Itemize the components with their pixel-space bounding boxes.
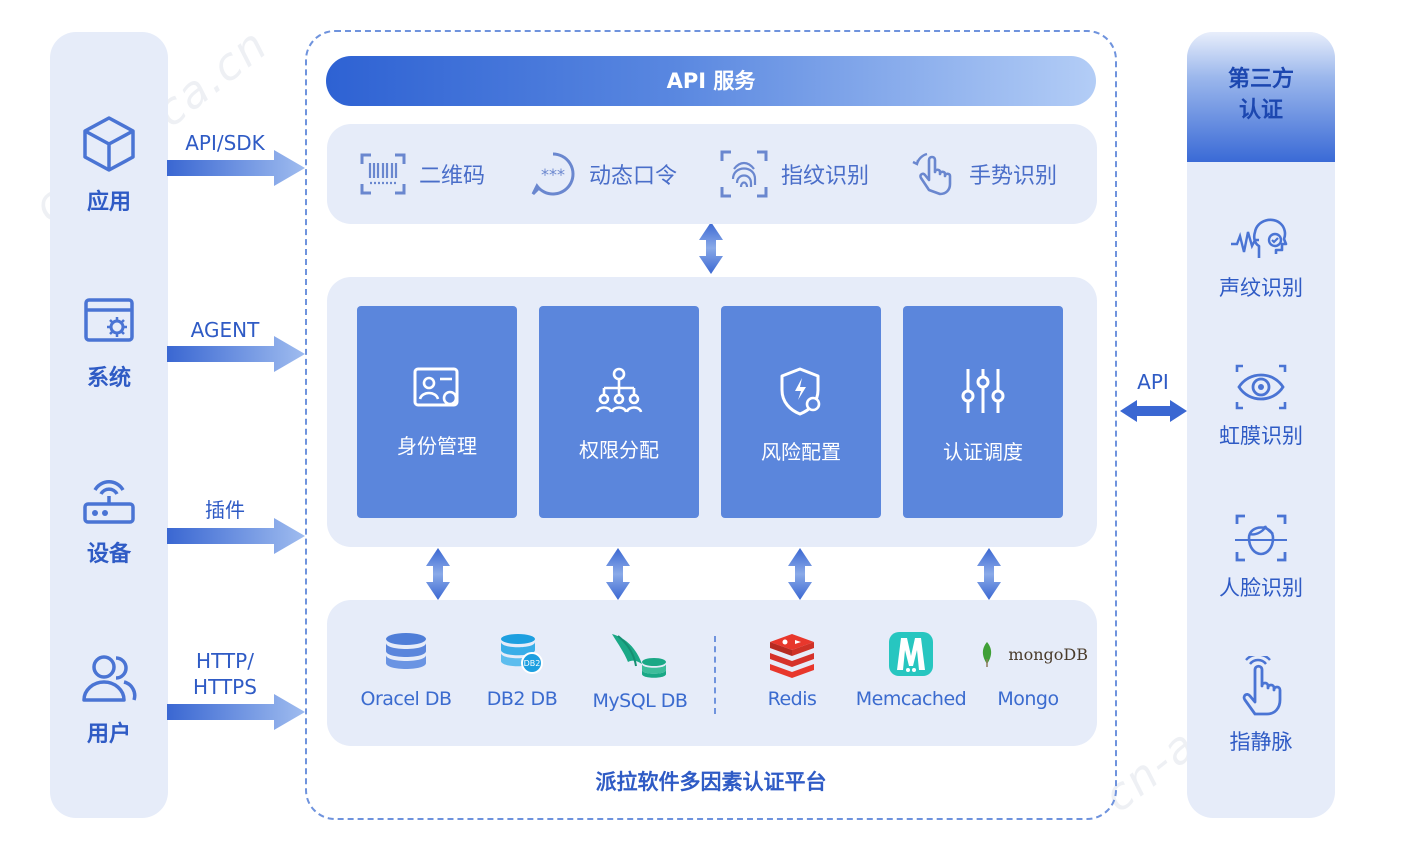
svg-text:***: *** [541, 165, 565, 184]
finger-vein-icon [1242, 656, 1282, 716]
third-party-finger-vein: 指静脉 [1187, 656, 1335, 756]
fingerprint-icon [720, 150, 768, 198]
core-identity-management: 身份管理 [357, 306, 517, 518]
svg-text:DB2: DB2 [524, 659, 541, 668]
mongodb-icon [983, 642, 992, 667]
qr-barcode-icon [360, 153, 406, 195]
source-system: 系统 [50, 294, 168, 392]
double-arrow-methods-core [699, 222, 723, 274]
right-arrow-plugin [167, 518, 305, 554]
third-party-header: 第三方 认证 [1187, 32, 1335, 162]
method-qr: 二维码 [359, 124, 485, 224]
db-divider [714, 636, 716, 714]
org-tree-icon [595, 367, 643, 413]
id-card-gear-icon [413, 367, 459, 407]
auth-methods-panel: 二维码 *** 动态口令 指纹识别 手势识别 [327, 124, 1097, 224]
connection-label: AGENT [190, 318, 260, 342]
connection-label: API/SDK [185, 131, 265, 155]
method-label: 手势识别 [969, 164, 1058, 189]
method-label: 二维码 [419, 164, 486, 189]
platform-boundary [305, 30, 1117, 820]
platform-title: 派拉软件多因素认证平台 [595, 770, 827, 794]
connection-label: HTTP/ HTTPS [193, 649, 257, 699]
db-label: Redis [767, 688, 817, 710]
double-arrow-core-db [426, 548, 1001, 600]
gesture-hand-icon [912, 152, 952, 196]
mongodb-logo-text: mongoDB [1008, 644, 1088, 664]
connection-label: 插件 [205, 498, 245, 522]
third-party-iris: 虹膜识别 [1187, 362, 1335, 450]
db-mongo: mongoDB Mongo [968, 630, 1088, 710]
core-risk-configuration: 风险配置 [721, 306, 881, 518]
third-party-voiceprint: 声纹识别 [1187, 210, 1335, 302]
third-party-label: 指静脉 [1229, 730, 1293, 754]
redis-icon [770, 634, 814, 678]
core-label: 认证调度 [943, 440, 1023, 464]
double-arrow-third-party [1120, 400, 1187, 422]
db-label: DB2 DB [486, 688, 558, 710]
core-label: 身份管理 [397, 434, 477, 458]
mongodb-logo: mongoDB [968, 630, 1088, 678]
api-connection-label: API [1137, 370, 1169, 394]
cube-icon [83, 116, 135, 172]
db-label: Oracel DB [360, 688, 452, 710]
system-window-icon [84, 298, 134, 342]
method-fingerprint: 指纹识别 [719, 124, 869, 224]
db-label: Memcached [855, 688, 967, 710]
method-gesture: 手势识别 [909, 124, 1057, 224]
source-user: 用户 [50, 650, 168, 748]
third-party-label: 声纹识别 [1219, 276, 1303, 300]
right-arrow-http [167, 694, 305, 730]
method-label: 动态口令 [589, 164, 678, 189]
core-label: 风险配置 [761, 440, 841, 464]
source-label: 设备 [86, 542, 131, 567]
third-party-face: 人脸识别 [1187, 512, 1335, 602]
db-memcached: Memcached [851, 630, 971, 710]
third-party-label: 人脸识别 [1219, 576, 1303, 600]
mysql-icon [612, 634, 666, 678]
core-permission-assignment: 权限分配 [539, 306, 699, 518]
db2-icon: DB2 [501, 634, 543, 674]
db-label: Mongo [997, 688, 1059, 710]
right-arrow-agent [167, 336, 305, 372]
db-mysql: MySQL DB [580, 630, 700, 712]
core-auth-scheduling: 认证调度 [903, 306, 1063, 518]
source-label: 应用 [86, 190, 131, 215]
db-label: MySQL DB [592, 690, 688, 712]
method-label: 指纹识别 [781, 164, 870, 189]
shield-gear-icon [780, 367, 821, 416]
method-otp: *** 动态口令 [529, 124, 677, 224]
db-oracle: Oracel DB [346, 630, 466, 710]
users-icon [82, 655, 137, 702]
source-app: 应用 [50, 114, 168, 216]
third-party-title: 第三方 认证 [1227, 67, 1294, 123]
core-label: 权限分配 [579, 438, 659, 462]
memcached-icon [889, 632, 933, 676]
db-redis: Redis [732, 630, 852, 710]
router-device-icon [83, 480, 135, 524]
iris-eye-icon [1235, 364, 1287, 410]
source-column: 应用 系统 设备 用户 [50, 32, 168, 818]
face-scan-icon [1235, 514, 1287, 562]
source-label: 系统 [86, 366, 131, 391]
voiceprint-icon [1231, 218, 1288, 258]
third-party-column: 第三方 认证 声纹识别 虹膜识别 人脸识别 [1187, 32, 1335, 818]
api-service-bar: API 服务 [326, 56, 1096, 106]
source-label: 用户 [86, 722, 131, 747]
otp-bubble-icon: *** [531, 152, 575, 196]
third-party-label: 虹膜识别 [1219, 424, 1303, 448]
database-icon [386, 633, 426, 669]
source-device: 设备 [50, 470, 168, 568]
database-panel [327, 600, 1097, 746]
sliders-icon [961, 369, 1005, 413]
right-arrow-api-sdk [167, 150, 305, 186]
db-db2: DB2 DB2 DB [462, 630, 582, 710]
